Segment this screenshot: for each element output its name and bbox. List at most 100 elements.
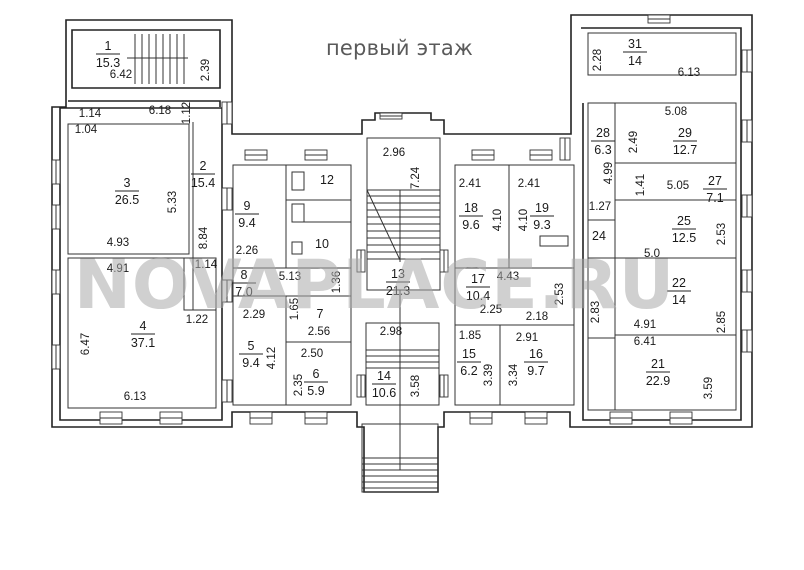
dimension-label: 1.41 (635, 174, 647, 196)
room-area: 15.4 (191, 176, 215, 190)
room-label: 24 (592, 229, 606, 243)
room-area: 9.3 (533, 218, 550, 232)
room-label: 10 (315, 237, 329, 251)
dimension-label: 2.39 (200, 59, 212, 81)
room-label: 29 12.7 (673, 126, 697, 157)
room-area: 37.1 (131, 336, 155, 350)
room-label: 326.5 (115, 176, 139, 207)
room-label: 199.3 (530, 201, 554, 232)
dimension-label: 4.93 (107, 237, 129, 249)
exterior-walls (51, 14, 753, 493)
dimension-label: 1.22 (186, 314, 208, 326)
stair-core (127, 34, 441, 493)
dimension-label: 2.28 (592, 49, 604, 71)
room-number: 8 (241, 268, 248, 282)
windows (51, 14, 753, 425)
room-area: 7.0 (235, 285, 252, 299)
room-number: 24 (592, 229, 606, 243)
dimension-label: 2.41 (518, 178, 540, 190)
room-area: 21.3 (386, 284, 410, 298)
room-label: 12 (320, 173, 334, 187)
room-number: 14 (377, 369, 391, 383)
dimension-label: 2.83 (590, 301, 602, 323)
room-area: 14 (628, 54, 642, 68)
dimension-label: 6.47 (80, 333, 92, 355)
room-area: 10.6 (372, 386, 396, 400)
room-label: 7 (317, 307, 324, 321)
dimension-label: 1.04 (75, 124, 98, 136)
dimension-label: 2.49 (628, 131, 640, 153)
room-label: 59.4 (239, 339, 263, 370)
room-number: 16 (529, 347, 543, 361)
room-number: 18 (464, 201, 478, 215)
dimension-label: 2.41 (459, 178, 481, 190)
room-label: 13 21.3 (386, 267, 410, 298)
interior-walls-centre-right (454, 164, 575, 406)
dimension-label: 4.12 (266, 347, 278, 369)
dimension-label: 2.98 (380, 326, 402, 338)
dimension-label: 3.59 (703, 377, 715, 399)
dimension-label: 6.41 (634, 336, 656, 348)
room-label: 87.0 (232, 268, 256, 299)
room-number: 29 (678, 126, 692, 140)
dimension-label: 4.99 (603, 162, 615, 184)
room-area: 6.3 (594, 143, 611, 157)
room-area: 9.6 (462, 218, 479, 232)
dimension-label: 2.35 (293, 374, 305, 396)
room-area: 9.4 (242, 356, 259, 370)
dimension-label: 2.96 (383, 147, 405, 159)
dimension-label: 3.39 (483, 364, 495, 386)
dimension-label: 2.26 (236, 245, 258, 257)
dimension-label: 1.36 (331, 271, 343, 293)
room-area: 12.7 (673, 143, 697, 157)
dimension-label: 1.27 (589, 201, 611, 213)
room-number: 17 (471, 272, 485, 286)
room-area: 26.5 (115, 193, 139, 207)
room-area: 5.9 (307, 384, 324, 398)
room-number: 19 (535, 201, 549, 215)
room-label: 65.9 (304, 367, 328, 398)
dimension-label: 1.85 (459, 330, 481, 342)
room-area: 12.5 (672, 231, 696, 245)
room-number: 7 (317, 307, 324, 321)
dimension-label: 5.08 (665, 106, 687, 118)
room-label: 115.3 (96, 39, 120, 70)
dimension-label: 2.50 (301, 348, 323, 360)
room-number: 3 (124, 176, 131, 190)
room-label: 277.1 (703, 174, 727, 205)
dimension-label: 2.53 (554, 283, 566, 305)
dimension-label: 1.65 (289, 298, 301, 320)
dimension-label: 6.13 (124, 391, 146, 403)
dimension-label: 7.24 (410, 166, 422, 189)
dimension-label: 5.05 (667, 180, 689, 192)
interior-walls-left (67, 122, 217, 409)
dimension-label: 4.43 (497, 271, 519, 283)
dimension-label: 3.34 (508, 363, 520, 386)
room-area: 9.7 (527, 364, 544, 378)
room-label: 25 12.5 (672, 214, 696, 245)
room-label: 215.4 (191, 159, 215, 190)
room-number: 25 (677, 214, 691, 228)
dimension-label: 2.25 (480, 304, 502, 316)
room-area: 22.9 (646, 374, 670, 388)
dimension-label: 2.29 (243, 309, 265, 321)
room-label: 169.7 (524, 347, 548, 378)
dimension-label: 6.42 (110, 69, 132, 81)
room-number: 28 (596, 126, 610, 140)
room-number: 9 (244, 199, 251, 213)
dimension-label: 4.10 (492, 209, 504, 231)
room-area: 7.1 (706, 191, 723, 205)
interior-walls-centre-left (232, 164, 352, 406)
dimension-label: 4.10 (518, 209, 530, 231)
dimension-label: 2.18 (526, 311, 548, 323)
room-number: 13 (391, 267, 405, 281)
room-number: 1 (105, 39, 112, 53)
room-number: 4 (140, 319, 147, 333)
room-number: 15 (462, 347, 476, 361)
